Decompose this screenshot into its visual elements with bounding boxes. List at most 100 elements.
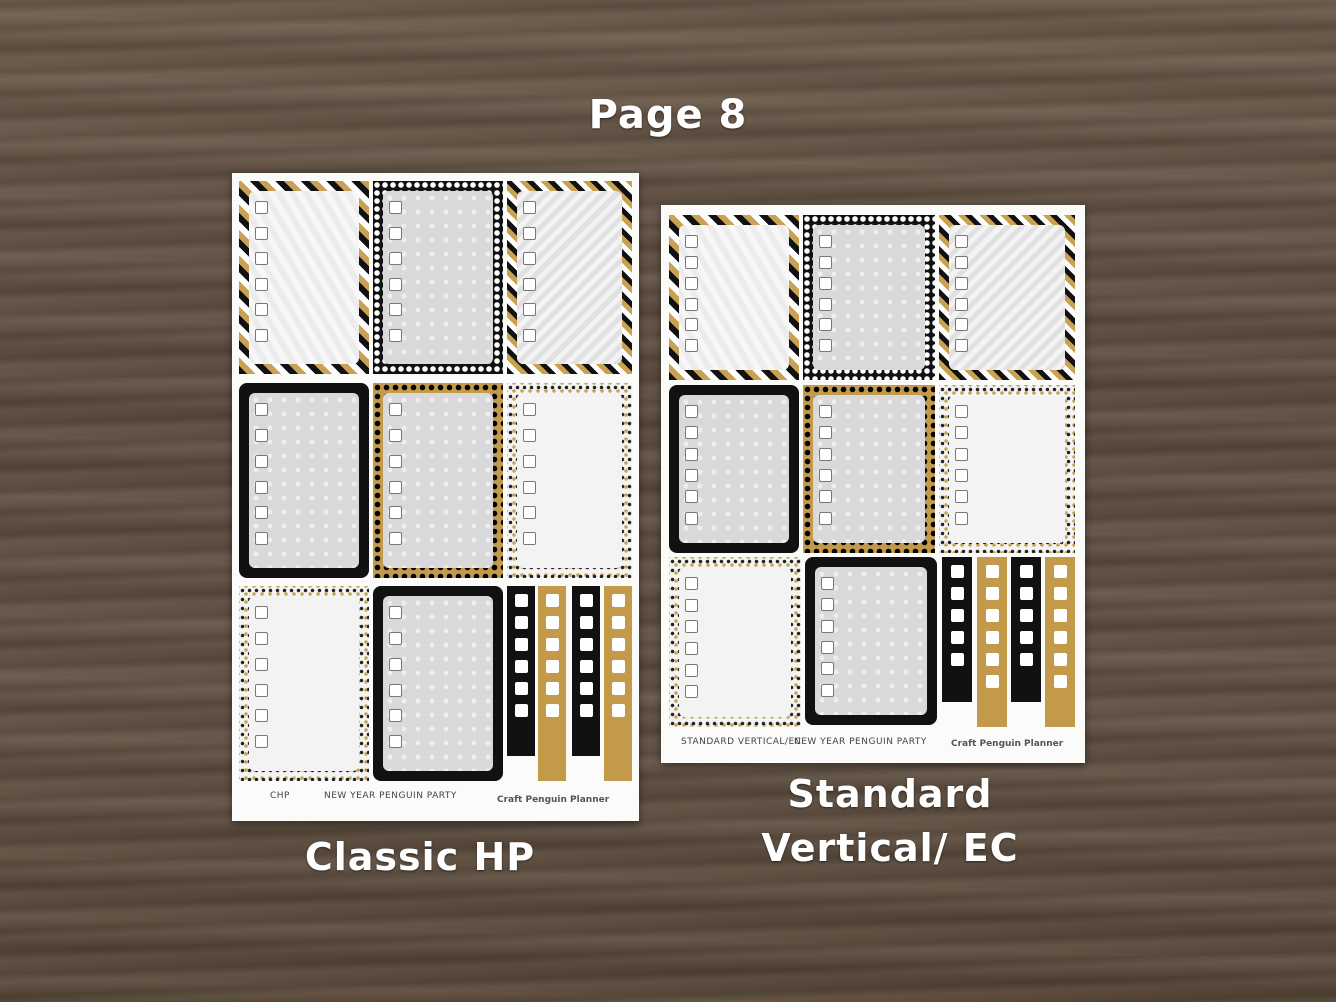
checkbox-square	[821, 598, 834, 612]
strip-checkbox	[579, 682, 593, 695]
checklist-strip	[572, 586, 600, 756]
sticker-box	[373, 586, 503, 781]
strip-checkbox	[611, 682, 625, 695]
checkbox-square	[389, 631, 402, 645]
sticker-box	[805, 557, 937, 725]
checkbox-square	[685, 318, 698, 332]
strip-checkbox	[1053, 609, 1067, 622]
checkbox-square	[685, 577, 698, 590]
checkbox-square	[819, 318, 832, 332]
checkbox-square	[255, 683, 268, 697]
strip-checkbox	[1053, 587, 1067, 600]
checkbox-square	[523, 226, 536, 240]
strip-checkbox	[950, 653, 964, 666]
checkbox-square	[821, 641, 834, 654]
checkbox-square	[255, 735, 268, 749]
checkbox-square	[685, 663, 698, 677]
checkbox-square	[819, 447, 832, 461]
strip-checkbox	[514, 660, 528, 673]
checkbox-square	[523, 403, 536, 416]
checkbox-square	[255, 428, 268, 442]
sticker-box	[373, 383, 503, 578]
checkbox-square	[819, 339, 832, 353]
checkbox-square	[685, 511, 698, 525]
checkbox-square	[389, 277, 402, 291]
strip-checkbox	[985, 587, 999, 600]
checkbox-square	[685, 405, 698, 418]
checklist-strip	[507, 586, 535, 756]
checkbox-square	[685, 685, 698, 699]
strip-checkbox	[545, 616, 559, 629]
sticker-box	[507, 181, 632, 374]
checkbox-square	[819, 426, 832, 440]
checkbox-square	[523, 480, 536, 494]
strip-checkbox	[985, 653, 999, 666]
checkbox-square	[955, 447, 968, 461]
checkbox-square	[955, 511, 968, 525]
checkbox-square	[821, 662, 834, 676]
strip-checkbox	[1019, 587, 1033, 600]
strip-checkbox	[1053, 653, 1067, 666]
strip-checkbox	[545, 660, 559, 673]
strip-checkbox	[514, 682, 528, 695]
theme-label: NEW YEAR PENGUIN PARTY	[794, 737, 927, 747]
strip-checkbox	[579, 638, 593, 651]
checkbox-square	[255, 201, 268, 214]
strip-checkbox	[985, 565, 999, 578]
checkbox-square	[685, 276, 698, 290]
checkbox-square	[955, 318, 968, 332]
strip-checkbox	[985, 675, 999, 688]
caption-classic-hp: Classic HP	[304, 835, 536, 879]
sticker-box	[507, 383, 632, 578]
checkbox-square	[523, 252, 536, 265]
sticker-box	[939, 385, 1075, 553]
checklist-strip	[1045, 557, 1075, 727]
checkbox-square	[389, 506, 402, 520]
checkbox-square	[523, 277, 536, 291]
checklist-strip	[977, 557, 1007, 727]
strip-checkbox	[545, 682, 559, 695]
checkbox-square	[955, 255, 968, 269]
sticker-box	[239, 586, 369, 781]
sticker-sheet-standard-vertical: STANDARD VERTICAL/EC NEW YEAR PENGUIN PA…	[661, 205, 1085, 763]
checkbox-square	[819, 405, 832, 418]
caption-standard: Standard	[787, 772, 993, 816]
sticker-box	[239, 383, 369, 578]
brand-label: Craft Penguin Planner	[497, 795, 610, 805]
checkbox-square	[389, 532, 402, 546]
checkbox-square	[685, 297, 698, 311]
strip-checkbox	[579, 660, 593, 673]
checkbox-square	[685, 339, 698, 353]
strip-checkbox	[545, 594, 559, 607]
checkbox-square	[685, 490, 698, 504]
checkbox-square	[955, 405, 968, 418]
checkbox-square	[255, 506, 268, 520]
checkbox-square	[255, 226, 268, 240]
checkbox-square	[389, 201, 402, 214]
sticker-box	[939, 215, 1075, 380]
checkbox-square	[685, 255, 698, 269]
checkbox-square	[255, 657, 268, 671]
checkbox-square	[955, 469, 968, 482]
strip-checkbox	[611, 616, 625, 629]
checkbox-square	[819, 235, 832, 248]
checkbox-square	[389, 428, 402, 442]
strip-checkbox	[985, 631, 999, 644]
checkbox-square	[389, 403, 402, 416]
checkbox-square	[523, 506, 536, 520]
checkbox-square	[685, 642, 698, 655]
checklist-strip	[538, 586, 566, 781]
checkbox-square	[819, 297, 832, 311]
sticker-box	[803, 385, 935, 553]
checklist-strip	[604, 586, 632, 781]
checkbox-square	[819, 511, 832, 525]
checkbox-square	[389, 709, 402, 723]
sticker-box	[373, 181, 503, 374]
strip-checkbox	[1053, 631, 1067, 644]
strip-checkbox	[545, 638, 559, 651]
checkbox-square	[255, 532, 268, 546]
checkbox-square	[389, 683, 402, 697]
checkbox-square	[685, 235, 698, 248]
size-label: CHP	[270, 791, 290, 801]
checkbox-square	[821, 619, 834, 633]
